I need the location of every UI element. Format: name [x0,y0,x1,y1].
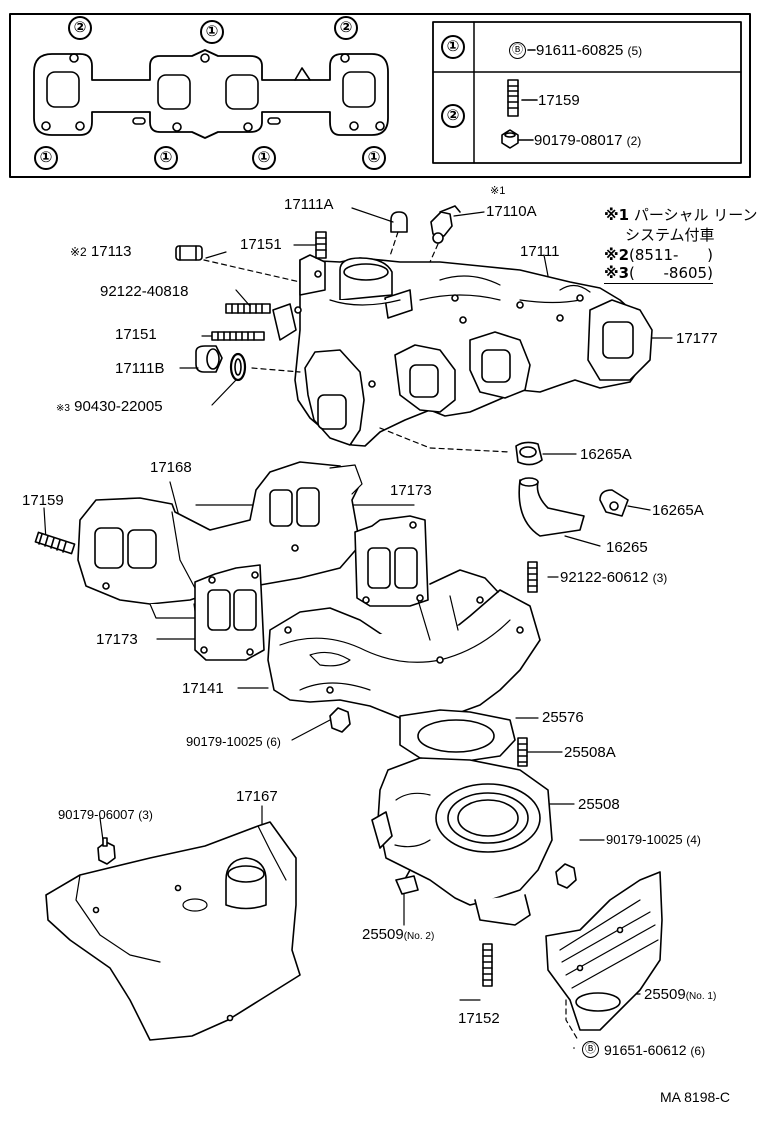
label-17110A-star: ※1 [490,185,506,197]
gasket-17173-left [194,564,265,661]
label-17167: 17167 [236,788,278,805]
legend-mark-2: ② [441,104,465,128]
label-17152: 17152 [458,1010,500,1027]
legend-mark-1: ① [441,35,465,59]
catalytic-converter-25508 [371,757,553,926]
label-91651-60612: 91651-60612 (6) [604,1042,706,1058]
gasket-mark-2-right: ② [334,16,358,40]
gasket-inset-frame [9,13,751,178]
stud-17159 [34,531,76,555]
gasket-mark-1-b1: ① [34,146,58,170]
label-17173-right: 17173 [390,482,432,499]
heat-insulator-17167 [45,821,301,1041]
intake-manifold-17111 [294,254,653,447]
label-17110A: 17110A [486,203,537,220]
label-90179-06007: 90179-06007 (3) [58,807,153,822]
note-1: ※1 パーシャル リーン [604,206,758,224]
legend-part-91611-60825: 91611-60825 (5) [536,42,643,59]
label-25508A: 25508A [564,744,616,761]
gasket-mark-1-b3: ① [252,146,276,170]
nut-icon [501,129,519,149]
label-17173-left: 17173 [96,631,138,648]
legend-b-icon: Ⓑ [509,42,526,59]
heat-insulator-25509-no2 [395,875,419,895]
heat-insulator-25509-no1 [545,871,663,1031]
label-17111: 17111 [520,243,560,260]
label-92122-60612: 92122-60612 (3) [560,569,668,586]
gasket-mark-1-top: ① [200,20,224,44]
note-2: ※2(8511- ) [604,246,713,264]
legend-part-17159: 17159 [538,92,580,109]
label-17168: 17168 [150,459,192,476]
label-17151-top: 17151 [240,236,282,253]
gasket-mark-1-b4: ① [362,146,386,170]
label-17151-mid: 17151 [115,326,157,343]
label-17111B: 17111B [115,360,165,377]
label-16265: 16265 [606,539,648,556]
exhaust-gasket-inset [33,49,389,139]
label-91651-b-icon: Ⓑ [582,1041,599,1058]
label-25576: 25576 [542,709,584,726]
label-17113: ※2 17113 [70,243,132,260]
legend-part-90179-08017: 90179-08017 (2) [534,132,642,149]
leader-lines [43,207,673,1001]
note-1-line2: システム付車 [625,226,715,244]
label-92122-40818: 92122-40818 [100,283,189,300]
label-90179-10025-a: 90179-10025 (6) [186,734,281,749]
nut-90179-10025-b [555,863,577,889]
intake-small-parts [175,205,629,537]
note-3: ※3( -8605) [604,264,713,284]
label-90430-22005: ※3 90430-22005 [56,398,163,415]
dashed-relation-lines [203,231,579,1041]
nut-90179-06007 [97,837,116,865]
label-17159: 17159 [22,492,64,509]
label-17111A: 17111A [284,196,334,213]
label-16265A-bottom: 16265A [652,502,704,519]
label-25508: 25508 [578,796,620,813]
gasket-mark-1-b2: ① [154,146,178,170]
nut-90179-10025 [329,707,351,733]
exhaust-manifold-17141 [267,569,541,723]
legend-table-frame [432,21,742,164]
reference-code: MA 8198-C [660,1089,731,1105]
gasket-17173-right [354,515,429,607]
label-17177: 17177 [676,330,718,347]
stud-17152 [482,943,493,987]
label-90179-10025-b: 90179-10025 (4) [606,832,701,847]
stud-25508A [517,737,528,767]
label-16265A-top: 16265A [580,446,632,463]
stud-bolt-icon [507,79,519,117]
label-17141: 17141 [182,680,224,697]
gasket-mark-2-left: ② [68,16,92,40]
gasket-25576 [399,709,516,763]
label-25509-no1: 25509(No. 1) [644,986,717,1003]
stud-92122-60612 [527,561,538,593]
label-25509-no2: 25509(No. 2) [362,926,435,943]
